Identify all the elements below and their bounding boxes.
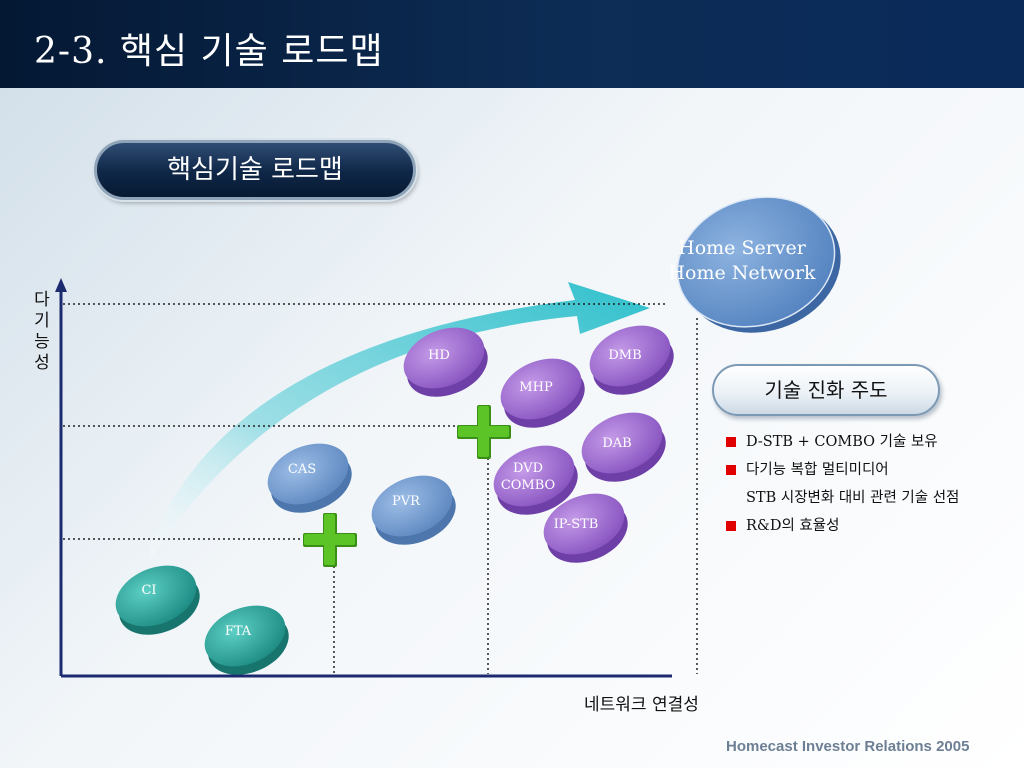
node-mhp-label: MHP: [519, 380, 553, 395]
bullet-text: R&D의 효율성: [746, 518, 840, 534]
axes: [59, 290, 672, 678]
bullet-item: 다기능 복합 멀티미디어 STB 시장변화 대비 관련 기술 선점: [726, 456, 1022, 512]
node-cas-label: CAS: [288, 462, 316, 477]
node-combo-label: COMBO: [501, 478, 555, 493]
node-dvd-combo: [493, 445, 578, 515]
home-network-line: Home Network: [668, 262, 816, 284]
node-dmb: [589, 325, 674, 395]
evolution-arrow: [150, 282, 650, 560]
x-axis-label: 네트워크 연결성: [584, 695, 699, 715]
node-ci: [115, 565, 200, 635]
home-server-node: [676, 196, 841, 333]
y-axis-char: 성: [34, 353, 50, 373]
guide-lines: [63, 303, 698, 674]
node-mhp: [500, 358, 585, 428]
node-ip-stb: [543, 493, 628, 563]
footer-credit: Homecast Investor Relations 2005: [726, 738, 970, 755]
bullet-item: R&D의 효율성: [726, 512, 1022, 540]
node-ip-stb-label: IP-STB: [554, 517, 599, 532]
evolution-bullet-list: D-STB + COMBO 기술 보유 다기능 복합 멀티미디어 STB 시장변…: [726, 428, 1022, 540]
node-dab: [581, 412, 666, 482]
node-pvr-label: PVR: [392, 494, 421, 509]
node-dab-label: DAB: [602, 436, 631, 451]
node-pvr: [371, 475, 456, 545]
bullet-square-icon: [726, 465, 736, 475]
y-axis-char: 능: [34, 332, 50, 352]
node-fta: [204, 605, 289, 675]
node-dmb-label: DMB: [608, 348, 641, 363]
slide-title: 2-3. 핵심 기술 로드맵: [34, 31, 384, 72]
evolution-title-box: 기술 진화 주도: [712, 364, 940, 416]
y-axis-char: 기: [34, 311, 50, 331]
node-cas: [267, 443, 352, 513]
node-hd: [403, 327, 488, 397]
plus-icon: [303, 513, 357, 567]
header-bar: 2-3. 핵심 기술 로드맵: [0, 0, 1024, 88]
plus-icon: [457, 405, 511, 459]
node-dvd-label: DVD: [513, 461, 543, 476]
bullet-subtext: STB 시장변화 대비 관련 기술 선점: [746, 490, 960, 506]
bullet-text: 다기능 복합 멀티미디어: [746, 462, 889, 478]
roadmap-pill-title: 핵심기술 로드맵: [94, 140, 416, 200]
node-fta-label: FTA: [225, 624, 252, 639]
bullet-square-icon: [726, 521, 736, 531]
node-hd-label: HD: [428, 348, 450, 363]
y-axis-label: 다 기 능 성: [30, 290, 54, 374]
y-axis-char: 다: [34, 290, 50, 310]
bullet-text: D-STB + COMBO 기술 보유: [746, 434, 938, 450]
node-ci-label: CI: [141, 583, 156, 598]
bullet-square-icon: [726, 437, 736, 447]
home-server-label: Home Server Home Network: [662, 236, 822, 286]
bullet-item: D-STB + COMBO 기술 보유: [726, 428, 1022, 456]
y-axis-arrowhead: [55, 278, 67, 292]
home-server-line: Home Server: [678, 237, 806, 259]
